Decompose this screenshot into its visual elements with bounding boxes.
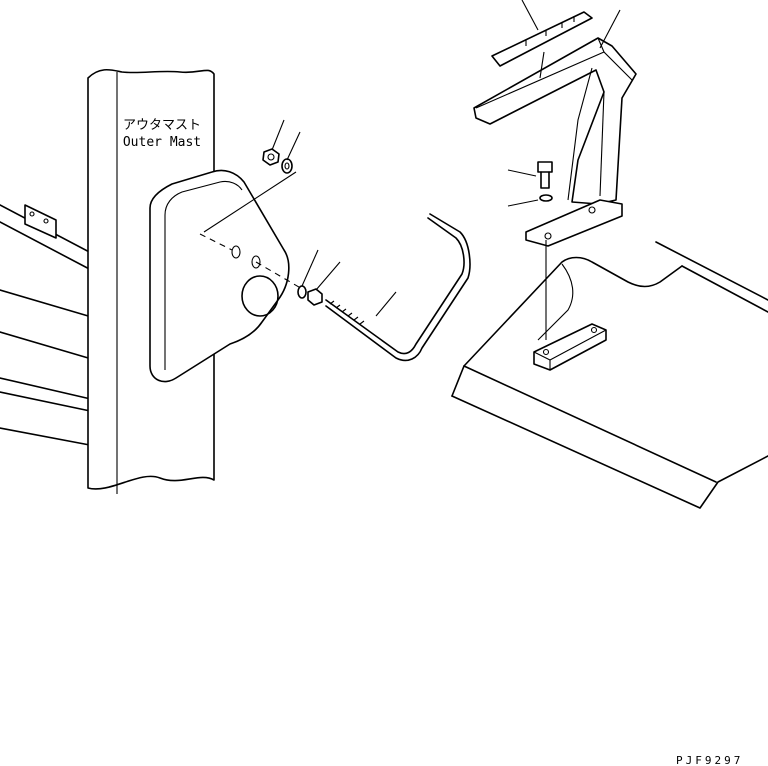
nut-bolt <box>307 261 341 306</box>
u-bolt <box>325 213 471 362</box>
assembly-lines <box>199 171 305 291</box>
mast-bracket <box>149 169 290 383</box>
frame-rails <box>0 204 96 447</box>
counterweight-block <box>533 323 607 371</box>
guard-plate <box>491 0 593 67</box>
hood <box>451 241 768 509</box>
bolt-washer <box>507 194 553 340</box>
washer-bolt <box>297 249 319 299</box>
mast-label-en: Outer Mast <box>123 135 201 150</box>
rail-tab <box>24 204 57 239</box>
nut-top <box>262 119 285 166</box>
stay-bracket <box>473 9 637 247</box>
drawing-code: PJF9297 <box>676 754 743 766</box>
washer-top <box>281 131 301 174</box>
mast-label-jp: アウタマスト <box>123 118 201 133</box>
hex-bolt <box>507 161 553 189</box>
